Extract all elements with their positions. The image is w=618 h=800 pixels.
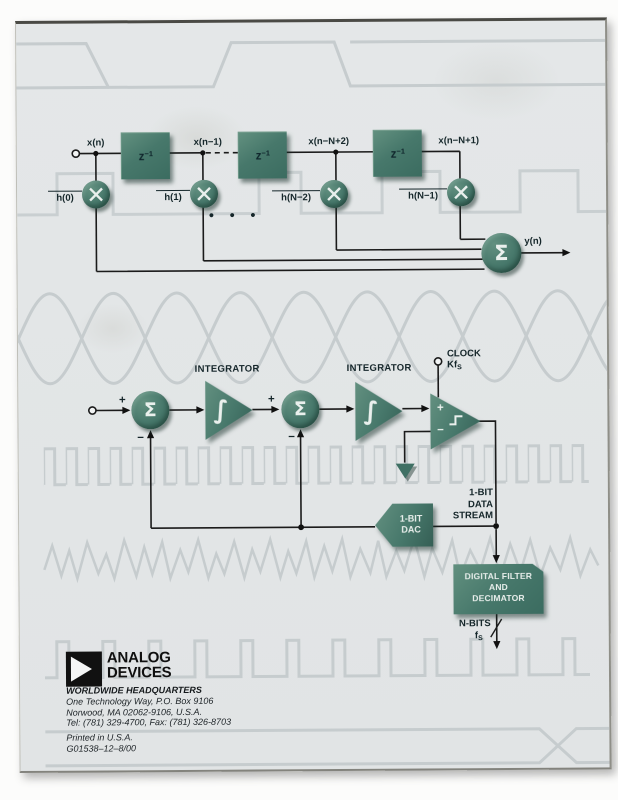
address-line: Tel: (781) 329-4700, Fax: (781) 326-8703 <box>66 717 232 729</box>
fir-node-label-xnN1: x(n−N+1) <box>438 135 480 147</box>
integrator-1: ∫ <box>205 381 252 440</box>
nbits-label: N-BITS <box>458 618 491 630</box>
multiply-x-icon <box>454 185 468 200</box>
filter-label-line1: DIGITAL FILTER <box>464 570 533 582</box>
integrator-2: ∫ <box>355 382 402 441</box>
watermark-patterns <box>16 38 610 768</box>
doc-code: G01538–12–8/00 <box>66 743 137 754</box>
integral-symbol: ∫ <box>213 394 229 424</box>
multiplier-hN2 <box>319 179 349 209</box>
watermark-square-wave-top <box>16 169 610 217</box>
coef-label-hN2: h(N−2) <box>272 190 321 204</box>
brand-line-2: DEVICES <box>106 664 172 682</box>
ground-icon <box>395 463 418 482</box>
multiply-x-icon <box>327 187 341 201</box>
fir-input-terminal <box>71 149 81 159</box>
fir-output-label: y(n) <box>524 235 542 247</box>
integrator-label-1: INTEGRATOR <box>194 363 260 375</box>
fir-summation-node: Σ <box>481 232 522 274</box>
sdm-input-terminal <box>87 406 97 415</box>
fir-junction-dots <box>93 149 571 257</box>
sigma-symbol: Σ <box>494 240 509 266</box>
multiplier-h1 <box>189 179 219 208</box>
delay-block-2: z−1 <box>237 131 287 179</box>
summer1-plus: + <box>118 394 126 407</box>
delay-block-label: z−1 <box>138 149 153 164</box>
digital-filter-decimator: DIGITAL FILTER AND DECIMATOR <box>453 564 543 615</box>
hq-title: WORLDWIDE HEADQUARTERS <box>66 684 202 696</box>
bitstream-label: 1-BIT DATA STREAM <box>452 487 494 522</box>
fs-label: fS <box>474 630 483 643</box>
dac-label-line2: DAC <box>401 524 421 535</box>
watermark-square-wave-bottom <box>44 636 591 680</box>
clock-label: CLOCK <box>447 348 481 360</box>
clock-frequency-label: KfS <box>447 359 462 372</box>
sigma-symbol: Σ <box>293 398 307 421</box>
filter-label-line3: DECIMATOR <box>472 592 525 604</box>
filter-label-line2: AND <box>488 581 508 593</box>
clock-terminal <box>433 357 443 366</box>
delay-block-label: z−1 <box>255 148 270 163</box>
latch-step-icon <box>448 414 464 426</box>
address-block: One Technology Way, P.O. Box 9106 Norwoo… <box>66 696 231 729</box>
watermark-crossing-lines <box>45 726 610 768</box>
watermark-trapezoid-wave <box>16 38 610 90</box>
address-line: One Technology Way, P.O. Box 9106 <box>66 695 214 707</box>
coef-label-h0: h(0) <box>48 190 83 204</box>
sdm-wires <box>96 365 503 646</box>
logo-triangle-icon <box>70 656 92 682</box>
summer1-minus: − <box>137 432 144 445</box>
fir-node-label-xn1: x(n−1) <box>193 136 222 148</box>
delay-block-label: z−1 <box>390 146 405 161</box>
multiply-x-icon <box>89 187 103 202</box>
comparator-minus: − <box>437 424 444 437</box>
datasheet-back-page: z−1 z−1 z−1 Σ x(n) x(n−1) x(n−N+2) x(n−N… <box>15 17 612 773</box>
sdm-arrowheads <box>122 404 501 650</box>
coef-label-hN1: h(N−1) <box>399 188 448 202</box>
integrator-label-2: INTEGRATOR <box>346 362 412 374</box>
multiplier-hN1 <box>446 178 476 207</box>
comparator-plus: + <box>436 402 444 415</box>
multiplier-h0 <box>81 180 111 209</box>
analog-devices-logo-icon <box>65 651 103 687</box>
integral-symbol: ∫ <box>363 395 379 425</box>
dac-label-line1: 1-BIT <box>399 513 423 524</box>
latched-comparator: + − <box>430 393 480 449</box>
watermark-clock-wave <box>43 443 589 487</box>
summer-2: Σ <box>281 390 320 429</box>
ellipsis-dots: • • • <box>208 206 262 223</box>
fir-node-label-xnN2: x(n−N+2) <box>308 135 350 148</box>
watermark-sine-waves <box>16 288 610 386</box>
summer-1: Σ <box>131 391 170 430</box>
delay-block-3: z−1 <box>372 129 422 177</box>
one-bit-dac: 1-BIT DAC <box>375 503 433 546</box>
summer2-plus: + <box>267 393 275 406</box>
fir-node-label-xn: x(n) <box>87 137 105 149</box>
summer2-minus: − <box>288 431 295 444</box>
delay-block-1: z−1 <box>120 132 170 180</box>
printed-note: Printed in U.S.A. <box>66 732 133 743</box>
multiply-x-icon <box>197 186 211 201</box>
coef-label-h1: h(1) <box>156 189 191 204</box>
sigma-symbol: Σ <box>143 399 157 422</box>
